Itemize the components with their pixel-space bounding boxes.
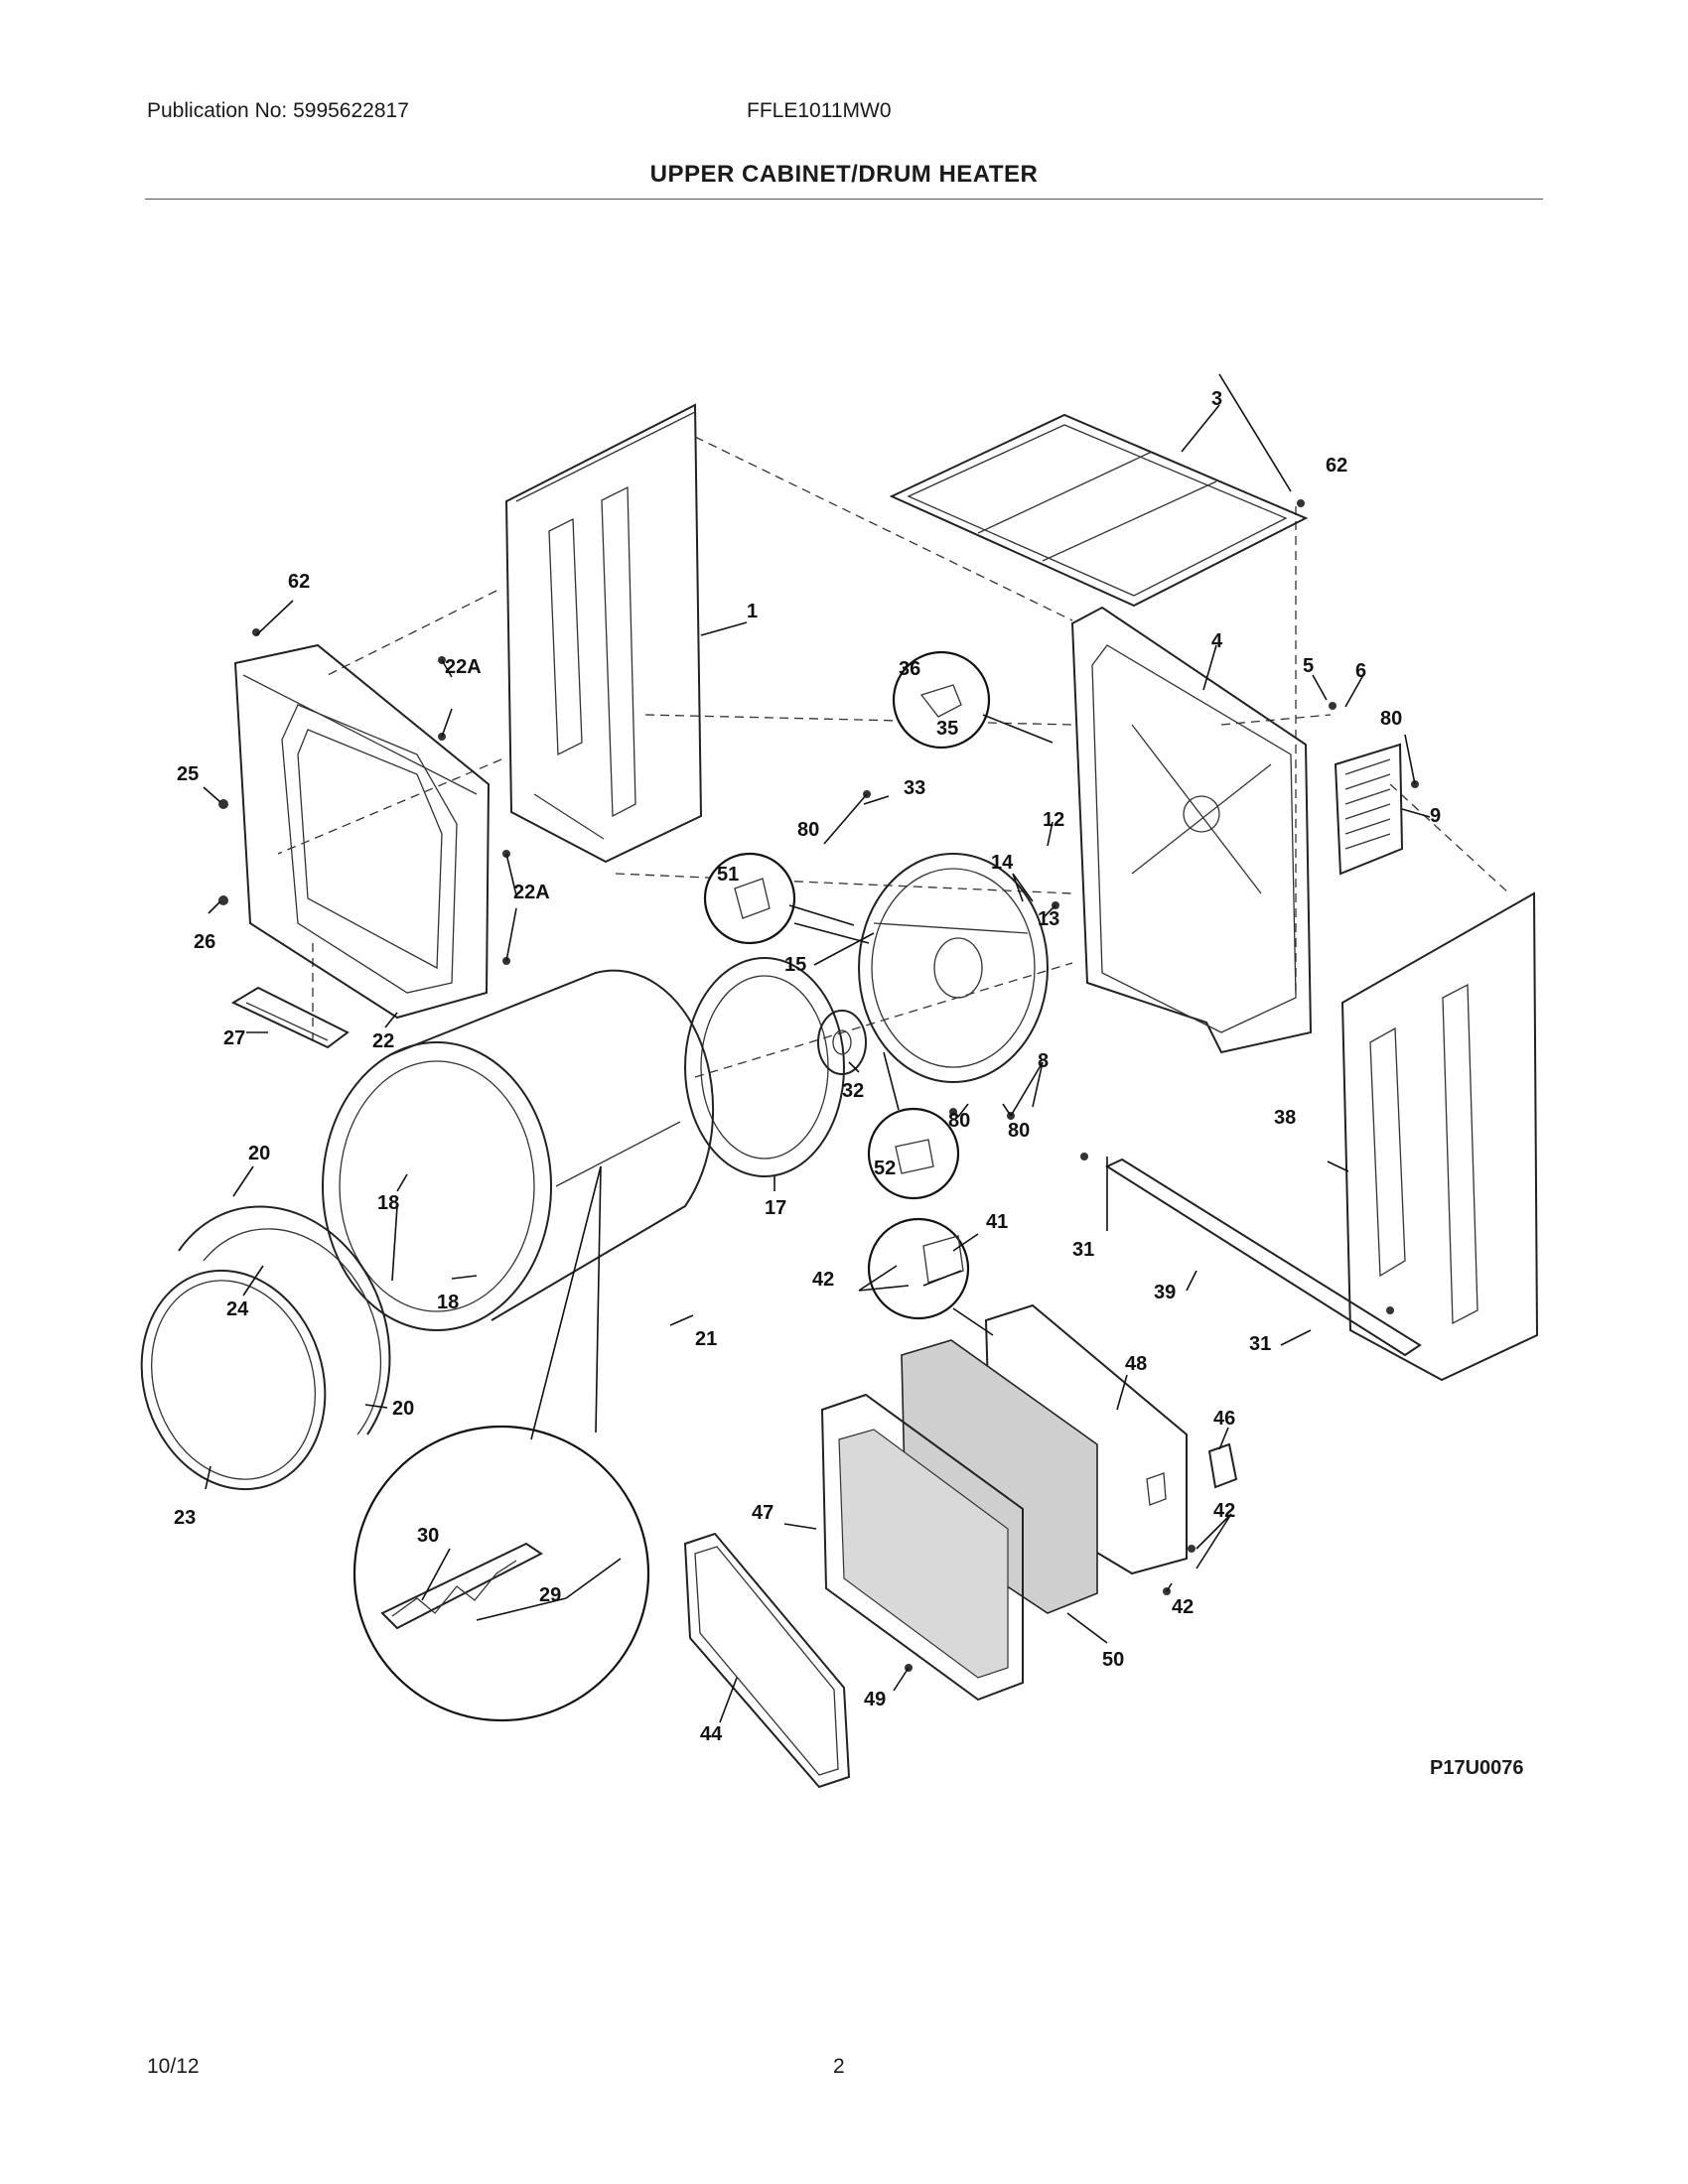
callout-27: 27 [223,1027,245,1049]
part-vent-grille [1334,743,1404,876]
callout-9: 9 [1430,805,1441,827]
part-front-panel [233,643,491,1020]
part-heater-box [820,1393,1024,1702]
page-title: UPPER CABINET/DRUM HEATER [649,161,1039,188]
callout-15: 15 [784,954,806,976]
callout-12: 12 [1043,809,1064,831]
part-bulkhead [858,853,1049,1083]
part-drum [322,969,715,1331]
callout-3: 3 [1211,388,1222,410]
callout-32: 32 [842,1080,864,1102]
callout-18-upper: 18 [377,1192,399,1214]
part-gasket [683,1532,851,1789]
part-27-bracket [230,986,350,1049]
callout-49: 49 [864,1689,886,1710]
part-drum-rings [140,1205,391,1491]
callout-17: 17 [765,1197,786,1219]
callout-50: 50 [1102,1649,1124,1671]
model-number: FFLE1011MW0 [747,99,892,122]
callout-46: 46 [1213,1408,1235,1430]
callout-1: 1 [747,601,758,622]
callout-35: 35 [936,718,958,740]
callout-31-upper: 31 [1072,1239,1094,1261]
callout-44: 44 [700,1723,723,1745]
callout-31-lower: 31 [1249,1333,1271,1355]
callout-42-right: 42 [1213,1500,1235,1522]
publication-number: Publication No: 5995622817 [147,99,409,122]
callout-33: 33 [904,777,925,799]
callout-22A-lower: 22A [513,882,550,903]
callout-62-right: 62 [1326,455,1347,477]
detail-circle-36-35 [892,650,1054,750]
detail-circle-30-29 [352,1165,650,1722]
callout-80-vent: 80 [1380,708,1402,730]
callout-80-bottom-a: 80 [948,1110,970,1132]
callout-42-bottom: 42 [1172,1596,1194,1618]
part-side-panel-left [504,403,703,864]
callout-4: 4 [1211,630,1223,652]
callout-13: 13 [1038,908,1059,930]
callout-18-lower: 18 [437,1292,459,1313]
callout-42-detail: 42 [812,1269,834,1291]
callout-47: 47 [752,1502,774,1524]
callout-21: 21 [695,1328,717,1350]
callout-20-lower: 20 [392,1398,414,1420]
page-number: 2 [833,2055,845,2078]
assembly-dash-lines [277,436,1510,1078]
callout-14: 14 [991,852,1014,874]
callout-51: 51 [717,864,739,886]
callout-30: 30 [417,1525,439,1547]
callout-labels: 1 3 4 5 6 8 9 12 13 14 15 17 18 18 20 20… [174,388,1441,1745]
callout-80-left: 80 [797,819,819,841]
leader-lines [203,373,1431,1723]
callout-8: 8 [1038,1050,1049,1072]
figure-code: P17U0076 [1430,1757,1524,1779]
callout-22: 22 [372,1030,394,1052]
footer-date: 10/12 [147,2055,200,2078]
callout-41: 41 [986,1211,1008,1233]
detail-circle-52 [867,1051,960,1200]
callout-22A-upper: 22A [445,656,482,678]
callout-48: 48 [1125,1353,1147,1375]
callout-62-top: 62 [288,571,310,593]
part-rail [1104,1158,1422,1357]
detail-circle-41-42 [867,1217,994,1336]
callout-36: 36 [899,658,920,680]
part-bearing [817,1010,867,1075]
callout-38: 38 [1274,1107,1296,1129]
callout-23: 23 [174,1507,196,1529]
callout-39: 39 [1154,1282,1176,1303]
callout-6: 6 [1355,660,1366,682]
callout-29: 29 [539,1584,561,1606]
callout-5: 5 [1303,655,1314,677]
part-side-panel-right [1340,891,1539,1382]
callout-80-bottom-b: 80 [1008,1120,1030,1142]
callout-20-upper: 20 [248,1143,270,1164]
part-top-panel [889,413,1309,608]
callout-24: 24 [226,1298,249,1320]
callout-52: 52 [874,1158,896,1179]
header-divider [145,199,1543,200]
callout-25: 25 [177,763,199,785]
callout-26: 26 [194,931,215,953]
part-46-terminal [1207,1442,1238,1489]
detail-circle-51 [703,852,855,945]
part-rear-panel [1070,606,1313,1054]
